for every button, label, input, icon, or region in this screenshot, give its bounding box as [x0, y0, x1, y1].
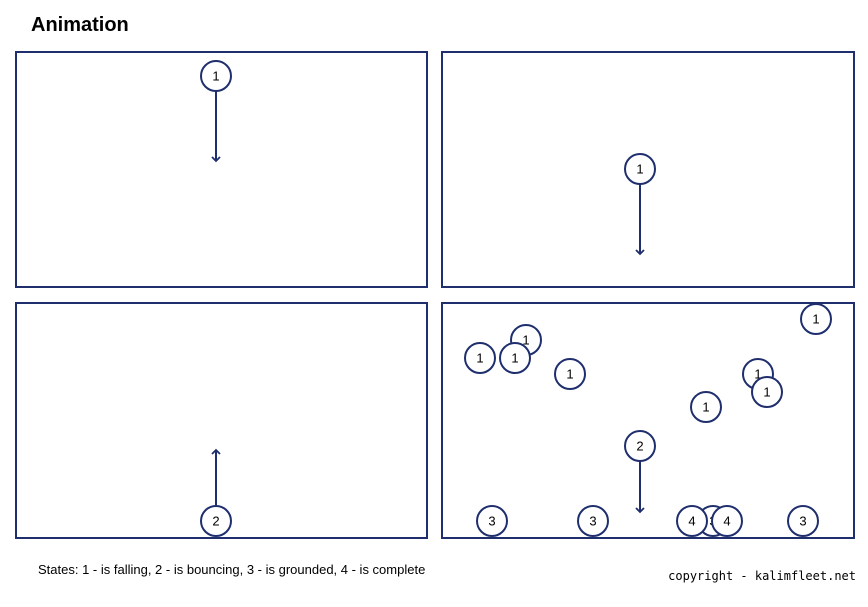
svg-text:2: 2 [636, 439, 643, 454]
svg-text:2: 2 [212, 514, 219, 529]
ball: 1 [800, 303, 832, 335]
svg-text:1: 1 [702, 400, 709, 415]
svg-text:3: 3 [589, 514, 596, 529]
copyright-text: copyright - kalimfleet.net [668, 569, 856, 583]
page-title: Animation [31, 14, 129, 36]
ball: 1 [499, 342, 531, 374]
states-legend: States: 1 - is falling, 2 - is bouncing,… [38, 562, 426, 577]
svg-text:4: 4 [688, 514, 695, 529]
ball: 4 [711, 505, 743, 537]
svg-text:1: 1 [476, 351, 483, 366]
ball: 2 [200, 505, 232, 537]
svg-text:1: 1 [754, 367, 761, 382]
ball: 1 [690, 391, 722, 423]
svg-text:1: 1 [566, 367, 573, 382]
ball: 1 [751, 376, 783, 408]
svg-text:3: 3 [799, 514, 806, 529]
svg-text:1: 1 [812, 312, 819, 327]
ball: 1 [464, 342, 496, 374]
ball: 1 [200, 60, 232, 92]
ball: 1 [554, 358, 586, 390]
ball: 3 [476, 505, 508, 537]
animation-frame-4 [441, 302, 855, 539]
ball: 1 [624, 153, 656, 185]
ball: 2 [624, 430, 656, 462]
ball: 3 [787, 505, 819, 537]
svg-text:1: 1 [636, 162, 643, 177]
svg-text:4: 4 [723, 514, 730, 529]
ball: 3 [577, 505, 609, 537]
svg-text:1: 1 [522, 333, 529, 348]
animation-frame-2 [441, 51, 855, 288]
animation-frame-1 [15, 51, 428, 288]
svg-text:3: 3 [488, 514, 495, 529]
animation-frame-3 [15, 302, 428, 539]
svg-text:1: 1 [763, 385, 770, 400]
ball: 4 [676, 505, 708, 537]
svg-text:1: 1 [212, 69, 219, 84]
svg-text:1: 1 [511, 351, 518, 366]
